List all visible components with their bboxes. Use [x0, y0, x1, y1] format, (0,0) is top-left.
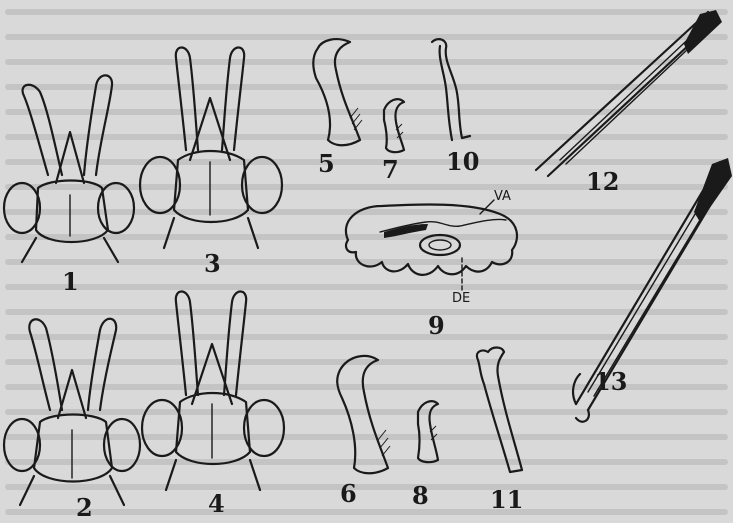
- bleed-through-text: [8, 12, 725, 512]
- figure-5-appendage-drawing: [313, 39, 362, 145]
- figure-number-7: 7: [382, 155, 399, 184]
- figure-7-appendage-drawing: [384, 99, 404, 152]
- label-va: VA: [494, 189, 511, 204]
- label-de: DE: [452, 291, 470, 306]
- figure-number-4: 4: [208, 489, 225, 518]
- figure-number-3: 3: [204, 249, 221, 278]
- figure-number-9: 9: [428, 311, 445, 340]
- figure-number-13: 13: [594, 367, 627, 396]
- figure-number-8: 8: [412, 481, 429, 510]
- figure-number-5: 5: [318, 149, 335, 178]
- figure-number-2: 2: [76, 493, 93, 522]
- figure-number-10: 10: [446, 147, 479, 176]
- figure-number-1: 1: [62, 267, 79, 296]
- figure-3-head-drawing: [140, 48, 282, 249]
- figure-number-11: 11: [490, 485, 523, 514]
- figure-number-12: 12: [586, 167, 619, 196]
- figure-number-6: 6: [340, 479, 357, 508]
